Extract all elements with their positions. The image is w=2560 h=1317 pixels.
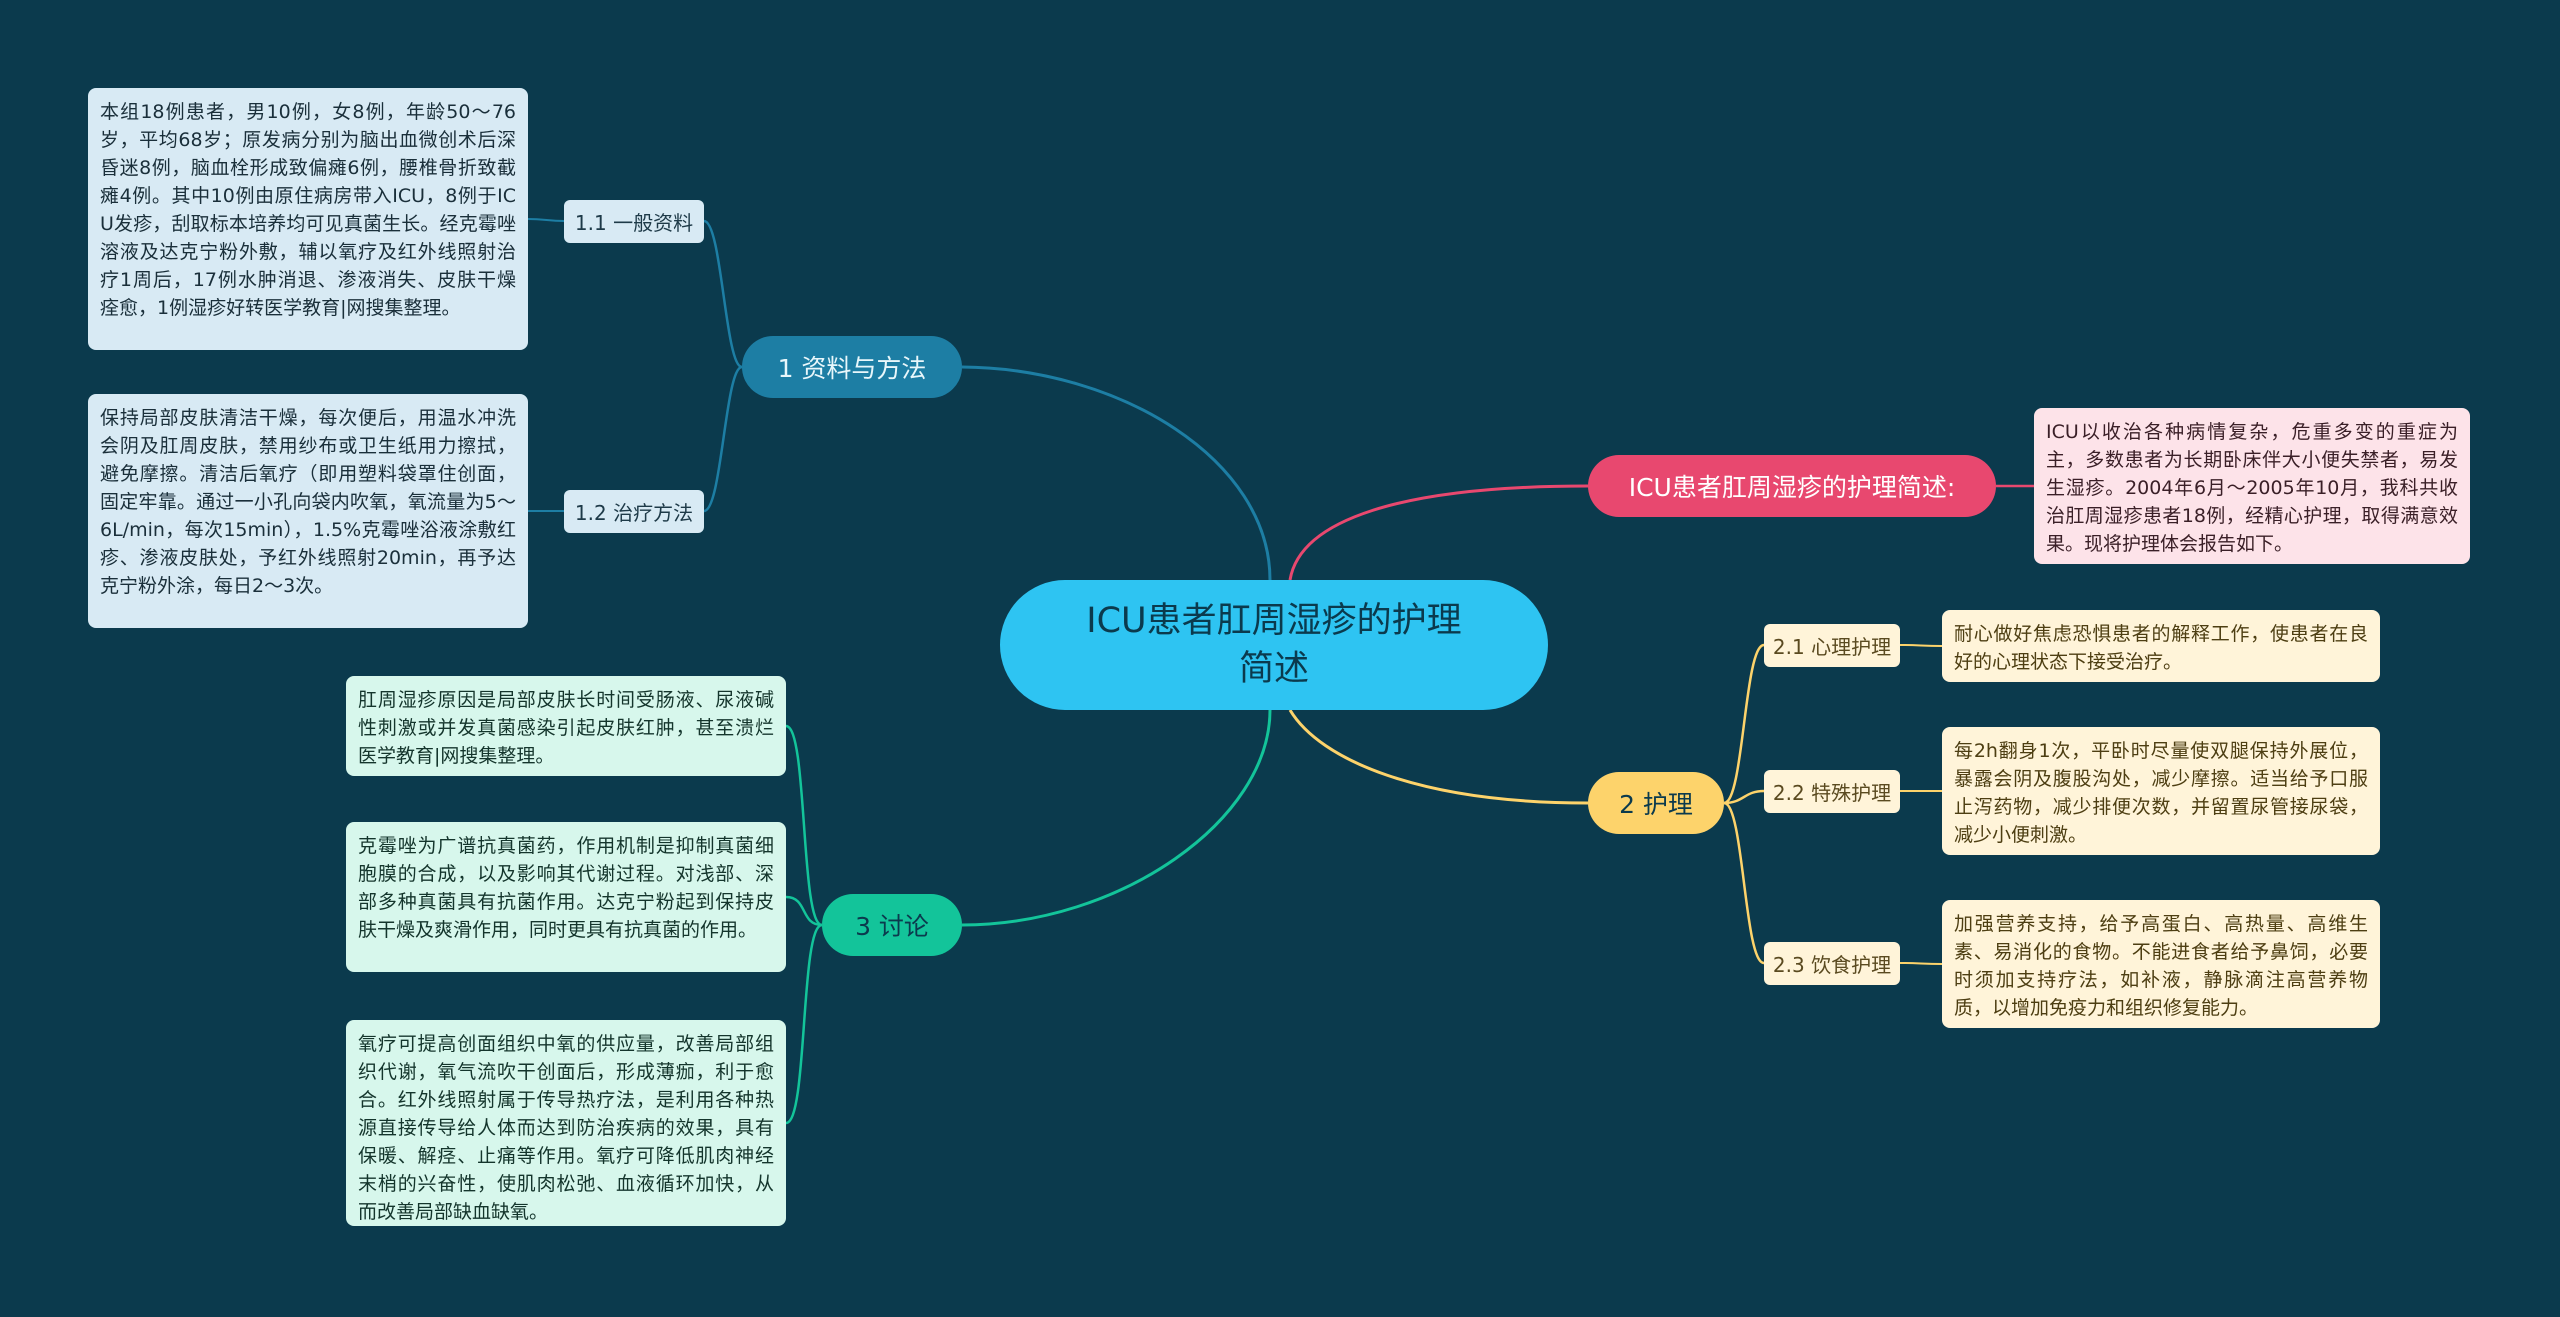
branch-materials-methods[interactable]: 1 资料与方法 [742, 336, 962, 398]
branch-label: 2 护理 [1619, 790, 1693, 819]
root-node[interactable]: ICU患者肛周湿疹的护理简述 [1000, 580, 1548, 710]
sub-psych-care[interactable]: 2.1 心理护理 [1764, 624, 1900, 667]
leaf-special-care-text[interactable]: 每2h翻身1次，平卧时尽量使双腿保持外展位，暴露会阴及腹股沟处，减少摩擦。适当给… [1942, 727, 2380, 855]
branch-label: 3 讨论 [855, 912, 929, 941]
sub-treatment-method[interactable]: 1.2 治疗方法 [564, 490, 704, 533]
leaf-diet-care-text[interactable]: 加强营养支持，给予高蛋白、高热量、高维生素、易消化的食物。不能进食者给予鼻饲，必… [1942, 900, 2380, 1028]
link-s21-l21 [1899, 644, 1943, 647]
link-b1-s11 [703, 219, 743, 369]
root-title: ICU患者肛周湿疹的护理简述 [1086, 601, 1462, 689]
branch-label: ICU患者肛周湿疹的护理简述: [1628, 473, 1956, 502]
sub-label: 2.1 心理护理 [1772, 635, 1892, 659]
branch-discussion[interactable]: 3 讨论 [822, 894, 962, 956]
leaf-discussion-oxygen[interactable]: 氧疗可提高创面组织中氧的供应量，改善局部组织代谢，氧气流吹干创面后，形成薄痂，利… [346, 1020, 786, 1226]
branch-overview[interactable]: ICU患者肛周湿疹的护理简述: [1588, 455, 1996, 517]
link-b2-s21 [1723, 643, 1765, 805]
leaf-psych-care-text[interactable]: 耐心做好焦虑恐惧患者的解释工作，使患者在良好的心理状态下接受治疗。 [1942, 610, 2380, 682]
link-root-b3 [961, 709, 1272, 927]
leaf-discussion-drug[interactable]: 克霉唑为广谱抗真菌药，作用机制是抑制真菌细胞膜的合成，以及影响其代谢过程。对浅部… [346, 822, 786, 972]
sub-label: 2.2 特殊护理 [1772, 781, 1892, 805]
leaf-discussion-cause[interactable]: 肛周湿疹原因是局部皮肤长时间受肠液、尿液碱性刺激或并发真菌感染引起皮肤红肿，甚至… [346, 676, 786, 776]
link-b2-s22 [1723, 789, 1765, 805]
sub-label: 2.3 饮食护理 [1772, 953, 1892, 977]
link-b3-l32 [785, 895, 823, 927]
sub-label: 1.2 治疗方法 [574, 501, 694, 525]
link-b2-s23 [1723, 801, 1765, 965]
link-b3-l31 [785, 724, 823, 927]
sub-diet-care[interactable]: 2.3 饮食护理 [1764, 942, 1900, 985]
leaf-treatment-text[interactable]: 保持局部皮肤清洁干燥，每次便后，用温水冲洗会阴及肛周皮肤，禁用纱布或卫生纸用力擦… [88, 394, 528, 628]
link-s23-l23 [1899, 962, 1943, 965]
link-root-b1 [961, 365, 1272, 581]
link-b3-l33 [785, 923, 823, 1125]
leaf-general-data-text[interactable]: 本组18例患者，男10例，女8例，年龄50～76岁，平均68岁；原发病分别为脑出… [88, 88, 528, 350]
sub-special-care[interactable]: 2.2 特殊护理 [1764, 770, 1900, 813]
link-root-b2 [1288, 709, 1589, 805]
link-b1-s12 [703, 365, 743, 513]
branch-label: 1 资料与方法 [777, 354, 927, 383]
sub-label: 1.1 一般资料 [574, 211, 694, 235]
link-root-br [1288, 484, 1589, 581]
sub-general-data[interactable]: 1.1 一般资料 [564, 200, 704, 243]
leaf-overview-text[interactable]: ICU以收治各种病情复杂，危重多变的重症为主，多数患者为长期卧床伴大小便失禁者，… [2034, 408, 2470, 564]
link-s11-l11 [527, 218, 565, 222]
branch-nursing[interactable]: 2 护理 [1588, 772, 1724, 834]
